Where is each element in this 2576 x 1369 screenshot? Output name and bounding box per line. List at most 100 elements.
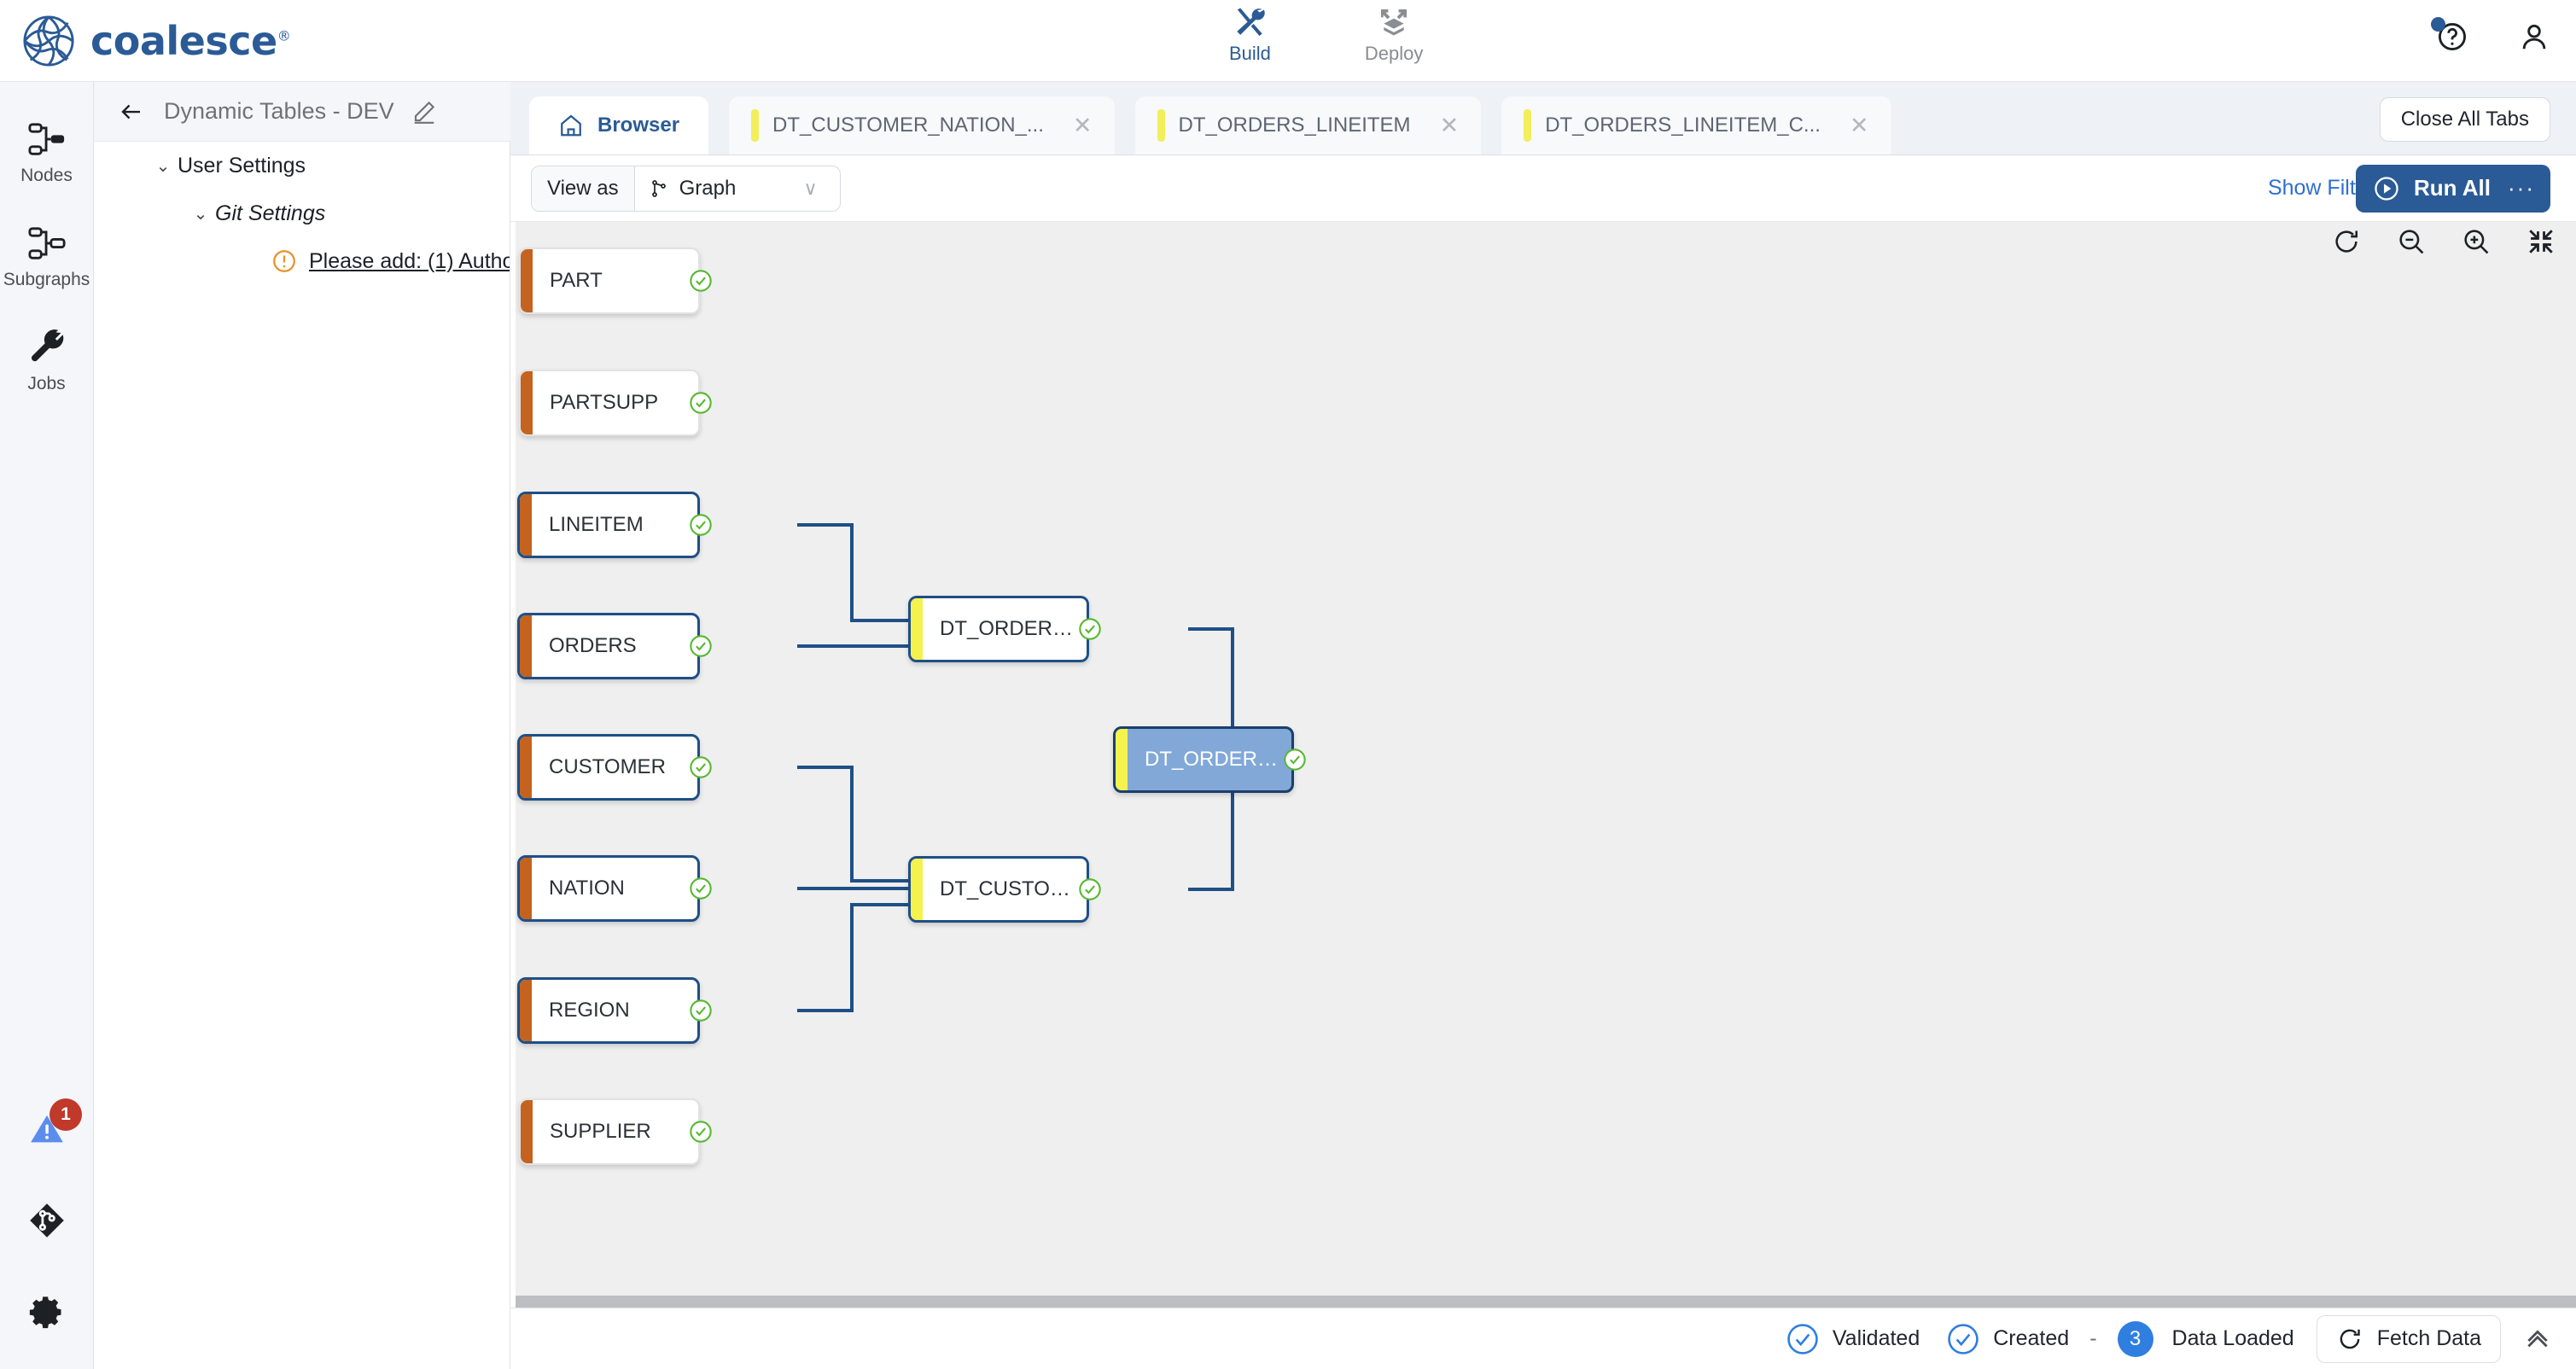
graph-node-nation[interactable]: NATION: [517, 855, 700, 922]
main-area: Browser DT_CUSTOMER_NATION_... ✕ DT_ORDE…: [510, 82, 2576, 1369]
data-loaded-count-badge: 3: [2117, 1320, 2153, 1357]
node-type-bar: [1116, 729, 1128, 790]
graph-node-dt_ol[interactable]: DT_ORDERS_LINEITEM: [908, 596, 1089, 662]
zoom-out-button[interactable]: [2397, 227, 2426, 260]
tree-item-user-settings[interactable]: ⌄ User Settings: [94, 142, 510, 189]
left-rail: Nodes Subgraphs Jobs: [0, 82, 94, 1369]
tab-browser[interactable]: Browser: [529, 96, 709, 154]
header-nav: Build Deploy: [1229, 5, 1423, 65]
tab-label: DT_ORDERS_LINEITEM_C...: [1545, 114, 1821, 137]
graph-edges: [797, 523, 1284, 1012]
view-as-value-wrap: Graph ∨: [635, 177, 840, 201]
node-label: DT_CUSTOMER_NATION_REGION: [940, 877, 1087, 900]
chevron-down-icon[interactable]: ⌄: [193, 204, 208, 224]
collapse-panel-button[interactable]: [2523, 1322, 2552, 1355]
fit-screen-icon: [2529, 230, 2553, 253]
view-as-label: View as: [532, 166, 635, 211]
close-icon[interactable]: ✕: [1849, 112, 1869, 138]
refresh-graph-button[interactable]: [2332, 227, 2361, 260]
rail-item-nodes[interactable]: Nodes: [0, 119, 93, 186]
node-type-bar: [520, 980, 532, 1041]
status-separator: -: [2089, 1326, 2097, 1350]
project-title: Dynamic Tables - DEV: [164, 98, 394, 124]
node-status-check-icon: [689, 999, 713, 1022]
close-icon[interactable]: ✕: [1439, 112, 1460, 138]
view-as-select[interactable]: View as Graph ∨: [531, 165, 841, 212]
nav-build[interactable]: Build: [1229, 5, 1271, 65]
chevron-down-icon[interactable]: ∨: [803, 177, 818, 199]
graph-node-supplier[interactable]: SUPPLIER: [519, 1098, 700, 1165]
tree-item-git-warning[interactable]: Please add: (1) Author Em: [94, 237, 510, 285]
status-data-loaded-label: Data Loaded: [2171, 1326, 2294, 1350]
tab-node-marker: [751, 109, 760, 142]
help-button[interactable]: [2431, 17, 2468, 53]
graph-node-dt_cnr[interactable]: DT_CUSTOMER_NATION_REGION: [908, 856, 1089, 923]
tab-node-marker: [1157, 109, 1165, 142]
graph-node-partsupp[interactable]: PARTSUPP: [519, 370, 700, 436]
status-validated-label: Validated: [1832, 1326, 1920, 1350]
nav-deploy-label: Deploy: [1364, 43, 1424, 64]
node-label: SUPPLIER: [550, 1120, 651, 1143]
tab-dt-orders-lineitem[interactable]: DT_ORDERS_LINEITEM ✕: [1134, 96, 1482, 154]
rail-item-jobs[interactable]: Jobs: [0, 328, 93, 394]
home-icon: [561, 114, 581, 137]
close-all-tabs-button[interactable]: Close All Tabs: [2379, 97, 2550, 142]
rail-label-nodes: Nodes: [20, 166, 73, 185]
help-circle-icon: [2439, 23, 2466, 50]
graph-node-region[interactable]: REGION: [517, 977, 700, 1044]
node-type-bar: [521, 249, 533, 312]
chevron-down-icon[interactable]: ⌄: [155, 156, 171, 176]
rail-label-jobs: Jobs: [27, 374, 66, 393]
node-status-check-icon: [689, 877, 713, 900]
tree-label-user-settings: User Settings: [178, 153, 306, 178]
node-type-bar: [520, 615, 532, 677]
graph-branch-icon: [651, 179, 666, 197]
fit-screen-button[interactable]: [2526, 227, 2556, 260]
graph-node-lineitem[interactable]: LINEITEM: [517, 492, 700, 558]
close-icon[interactable]: ✕: [1072, 112, 1093, 138]
tab-browser-label: Browser: [597, 114, 680, 137]
account-button[interactable]: [2518, 20, 2550, 53]
rail-item-subgraphs[interactable]: Subgraphs: [0, 224, 93, 290]
node-status-check-icon: [689, 391, 713, 415]
tree-item-git-settings[interactable]: ⌄ Git Settings: [94, 189, 510, 237]
node-label: NATION: [549, 877, 625, 900]
graph-node-orders[interactable]: ORDERS: [517, 613, 700, 679]
graph-node-customer[interactable]: CUSTOMER: [517, 734, 700, 801]
app-header: coalesce® Build Deploy: [0, 0, 2576, 82]
rail-item-issues[interactable]: 1: [27, 1098, 82, 1152]
rail-item-settings[interactable]: [27, 1293, 67, 1335]
tree-label-git-warning[interactable]: Please add: (1) Author Em: [309, 248, 510, 273]
zoom-in-button[interactable]: [2462, 227, 2491, 260]
back-arrow-icon[interactable]: [116, 99, 147, 125]
graph-canvas[interactable]: PART PARTSUPP LINEITEM ORDERS CUSTOMER NATION…: [510, 222, 2576, 1308]
fetch-data-button[interactable]: Fetch Data: [2316, 1314, 2501, 1363]
canvas-horizontal-scrollbar[interactable]: [516, 1296, 2576, 1308]
nav-deploy[interactable]: Deploy: [1365, 5, 1423, 65]
rail-label-subgraphs: Subgraphs: [3, 270, 90, 289]
zoom-out-icon: [2399, 230, 2424, 254]
node-label: REGION: [549, 999, 630, 1022]
pencil-icon[interactable]: [411, 99, 437, 125]
tab-label: DT_ORDERS_LINEITEM: [1178, 114, 1411, 137]
rail-item-git[interactable]: [27, 1202, 67, 1244]
wrench-icon: [31, 329, 63, 362]
nodes-icon: [27, 123, 64, 155]
brand-logo[interactable]: coalesce®: [22, 15, 291, 67]
tab-dt-customer-nation[interactable]: DT_CUSTOMER_NATION_... ✕: [729, 96, 1115, 154]
nav-build-label: Build: [1229, 43, 1271, 64]
run-all-overflow-icon[interactable]: ···: [2508, 175, 2535, 201]
tab-dt-orders-lineitem-customer[interactable]: DT_ORDERS_LINEITEM_C... ✕: [1501, 96, 1891, 154]
graph-node-dt_olc[interactable]: DT_ORDERS_LINEITEM_CUSTOM…: [1113, 726, 1294, 793]
graph-node-part[interactable]: PART: [519, 248, 700, 314]
gear-icon: [29, 1296, 61, 1329]
project-header: Dynamic Tables - DEV: [94, 82, 510, 142]
view-as-value: Graph: [679, 176, 737, 200]
canvas-left-edge: [510, 222, 516, 1308]
node-label: PART: [550, 269, 603, 292]
node-type-bar: [520, 494, 532, 556]
tree-label-git-settings: Git Settings: [215, 201, 326, 225]
run-all-button[interactable]: Run All ···: [2355, 164, 2550, 213]
node-type-bar: [520, 858, 532, 919]
node-type-bar: [520, 737, 532, 798]
